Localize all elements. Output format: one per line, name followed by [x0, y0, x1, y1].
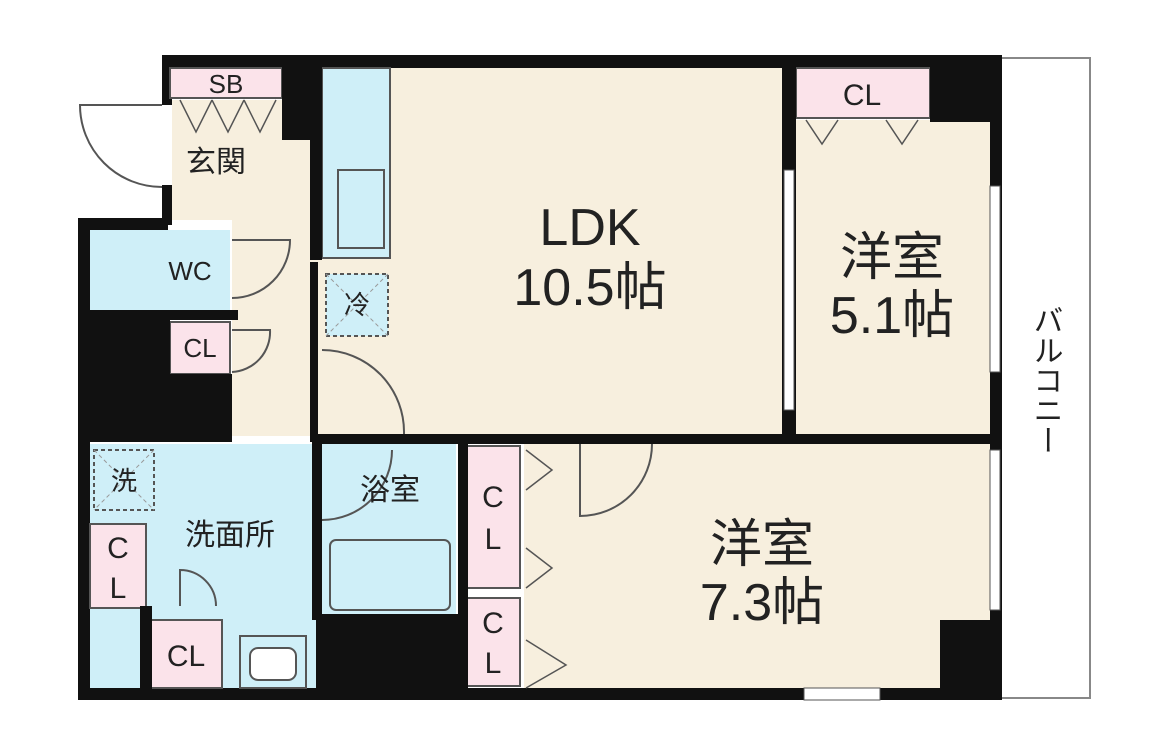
balcony-label: バルコニー: [1029, 305, 1062, 455]
western-large-door: [579, 443, 653, 518]
closet-label-top: CL: [843, 79, 881, 112]
closet-west-doors: [525, 449, 568, 689]
entrance-label: 玄関: [186, 146, 246, 179]
outer-wall-left-step: [78, 218, 168, 230]
closet-west-lower: [465, 597, 521, 687]
window-south: [803, 687, 881, 701]
closet-hall: [169, 321, 231, 375]
ldk-floor: [316, 68, 788, 436]
washbasin-bowl: [249, 647, 297, 681]
wall-wash-mid: [140, 606, 152, 690]
washer-label: 洗: [111, 466, 137, 496]
toilet-floor: [90, 230, 230, 312]
bath-door: [321, 449, 393, 521]
window-east-lower: [989, 449, 1001, 611]
wall-pillar-entrance: [282, 60, 314, 140]
toilet-label: WC: [168, 256, 211, 286]
toilet-door: [231, 239, 292, 299]
closet-v-upper-l: L: [485, 523, 502, 556]
closet-v-lower-c: C: [482, 607, 504, 640]
closet-wash-bottom: [149, 619, 223, 689]
ldk-size: 10.5帖: [513, 259, 666, 317]
western-large-size: 7.3帖: [700, 574, 824, 632]
outer-wall-left-step2: [162, 185, 172, 225]
balcony-area: [999, 57, 1091, 699]
western-small-floor: [794, 120, 990, 436]
wall-west-large-west: [458, 440, 468, 690]
ldk-name: LDK: [539, 199, 640, 257]
western-large-name: 洋室: [710, 516, 814, 574]
outer-wall-left-upper: [162, 55, 172, 105]
wall-pillar-ne: [930, 60, 992, 122]
ldk-door: [321, 349, 406, 435]
closet-label-hall: CL: [183, 333, 216, 363]
sliding-door-ldk: [783, 169, 795, 411]
wall-core-left2: [162, 374, 232, 442]
wall-ldk-west-lower: [310, 262, 318, 442]
sink-basin: [337, 169, 385, 249]
wash-closet-door: [179, 568, 217, 607]
shoe-box-label: SB: [209, 69, 244, 99]
closet-wash-left: [89, 523, 147, 609]
wall-ldk-south: [316, 434, 996, 444]
closet-western-small: [795, 67, 931, 119]
entrance-floor: [172, 100, 292, 220]
closet-v-wash-c: C: [107, 532, 129, 565]
bathtub: [329, 539, 451, 611]
wall-bath-south: [316, 614, 464, 690]
closet-v-upper-c: C: [482, 481, 504, 514]
bath-label: 浴室: [360, 474, 420, 507]
outer-wall-left-lower: [78, 218, 90, 700]
closet-v-lower-l: L: [485, 647, 502, 680]
western-large-floor: [524, 444, 990, 688]
western-small-name: 洋室: [840, 229, 944, 287]
wall-core-left: [78, 312, 170, 442]
washroom-label: 洗面所: [185, 519, 275, 552]
outer-wall-bottom: [78, 688, 1002, 700]
western-small-size: 5.1帖: [830, 287, 954, 345]
closet-shoe-doors: [179, 99, 277, 134]
wall-bath-west: [312, 440, 322, 620]
closet-v-wash-l: L: [110, 572, 127, 605]
window-east-upper: [989, 185, 1001, 373]
closet-cl-top-doors: [805, 119, 919, 146]
fridge-label: 冷: [344, 290, 370, 320]
entrance-door: [78, 104, 163, 188]
closet-west-upper: [465, 445, 521, 589]
wall-pillar-se: [940, 620, 992, 690]
closet-label-wash-bottom: CL: [167, 640, 205, 673]
closet-hall-door: [231, 329, 272, 373]
